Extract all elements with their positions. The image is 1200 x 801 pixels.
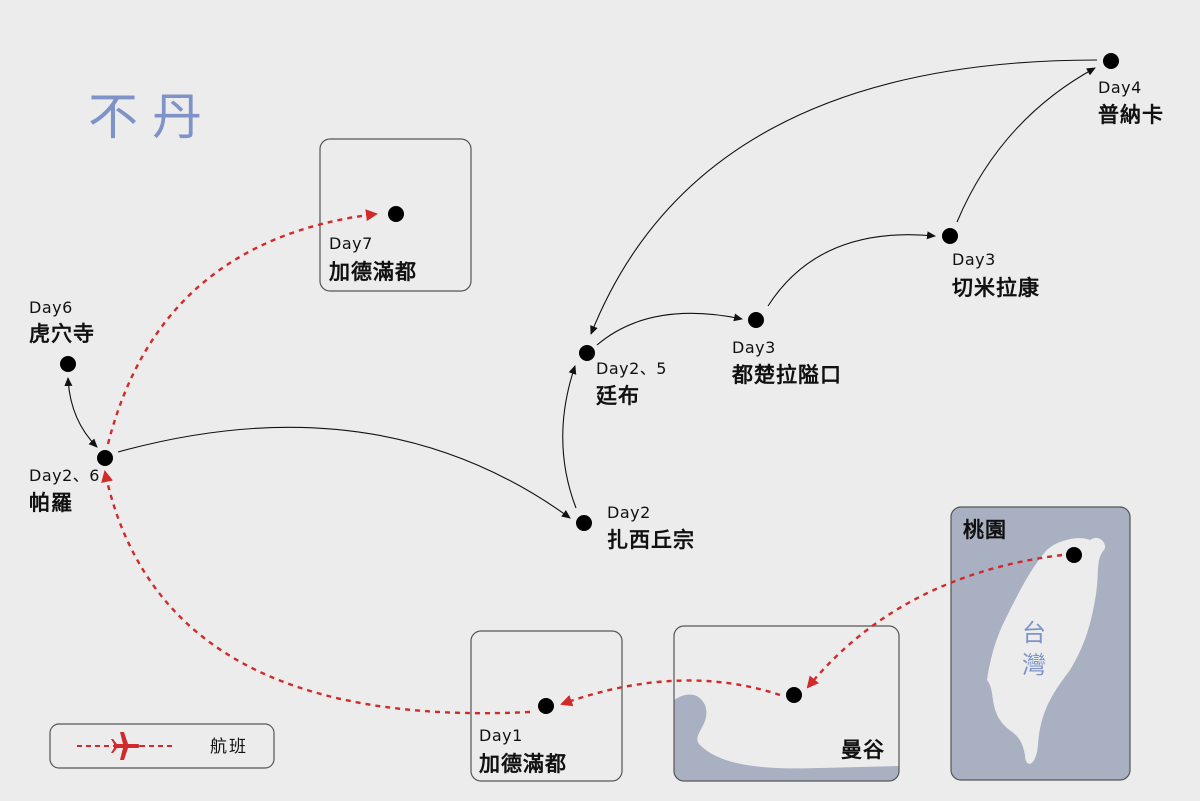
place-name: 加德滿都 (328, 260, 417, 284)
map-title: 不丹 (88, 88, 216, 146)
place-name: 加德滿都 (478, 752, 567, 776)
dot-kathmandu-day1[interactable] (538, 698, 554, 714)
dot-kathmandu-day7[interactable] (388, 206, 404, 222)
dot-bangkok[interactable] (786, 687, 802, 703)
day-label: Day2、5 (596, 359, 667, 378)
place-name: 桃園 (963, 518, 1007, 542)
day-label: Day4 (1098, 78, 1142, 97)
route-paro-tigers-nest (64, 377, 98, 448)
taiwan-island (987, 537, 1106, 764)
taiwan-label-1: 台 (1022, 619, 1046, 647)
flight-taoyuan-bangkok (806, 553, 1063, 689)
route-punakha-thimphu (590, 59, 1098, 335)
dot-chimi[interactable] (942, 228, 958, 244)
day-label: Day1 (479, 726, 523, 745)
place-name: 切米拉康 (952, 276, 1040, 300)
legend: 航班 (49, 723, 275, 769)
route-tashichho-thimphu (562, 365, 577, 509)
dot-punakha[interactable] (1103, 53, 1119, 69)
place-name: 曼谷 (841, 738, 885, 762)
place-name: 虎穴寺 (29, 322, 95, 346)
stop-dots (60, 53, 1119, 714)
kathmandu-day1-box (470, 630, 623, 782)
bangkok-inset (673, 625, 900, 782)
dot-tashichho[interactable] (576, 515, 592, 531)
taiwan-inset: 台 灣 (950, 506, 1131, 781)
day-label: Day3 (952, 250, 996, 269)
kathmandu-day7-box (319, 138, 472, 292)
day-label: Day7 (329, 234, 373, 253)
place-name: 帕羅 (29, 491, 73, 515)
route-thimphu-dochula (596, 312, 743, 346)
bangkok-coastline (674, 694, 899, 781)
place-name: 普納卡 (1098, 103, 1164, 127)
day-label: Day2、6 (29, 466, 100, 485)
flight-kathmandu-paro (101, 470, 531, 715)
day-label: Day3 (732, 338, 776, 357)
day-label: Day6 (29, 298, 73, 317)
route-paro-tashichho (117, 426, 571, 519)
place-name: 廷布 (595, 384, 640, 408)
legend-flight-label: 航班 (210, 737, 248, 757)
dot-paro[interactable] (97, 450, 113, 466)
place-name: 扎西丘宗 (607, 528, 695, 552)
dot-tigers-nest[interactable] (60, 356, 76, 372)
flight-paro-kathmandu (106, 209, 378, 445)
flight-bangkok-kathmandu (560, 679, 781, 707)
route-dochula-chimi (767, 231, 936, 307)
day-label: Day2 (607, 503, 651, 522)
dot-taoyuan[interactable] (1066, 547, 1082, 563)
route-chimi-punakha (956, 67, 1096, 223)
taiwan-label-2: 灣 (1022, 651, 1046, 679)
place-name: 都楚拉隘口 (731, 363, 842, 387)
dot-dochula[interactable] (748, 312, 764, 328)
airplane-icon (111, 732, 140, 760)
dot-thimphu[interactable] (579, 345, 595, 361)
